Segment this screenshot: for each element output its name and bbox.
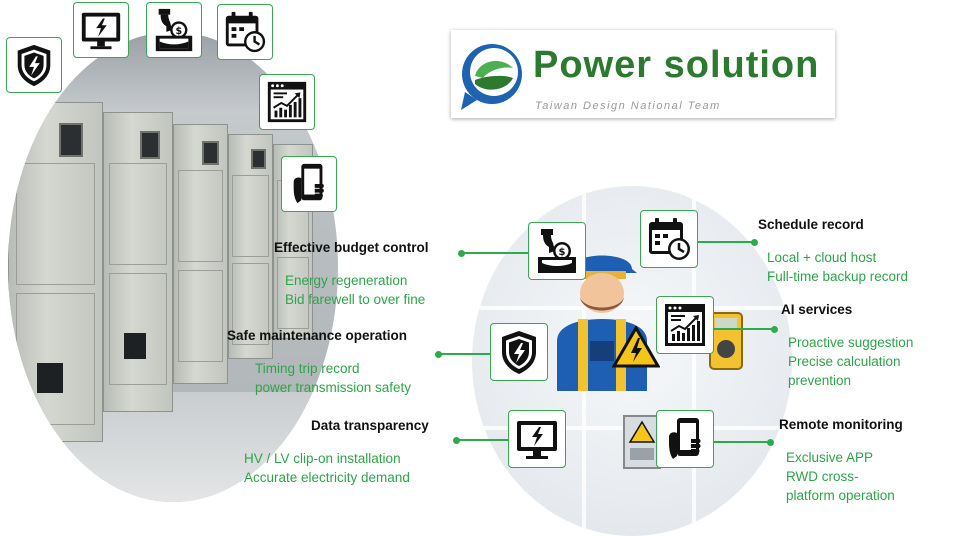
connector-line-remote (714, 441, 770, 443)
schedule-line: Full-time backup record (767, 269, 909, 284)
remote-line: platform operation (786, 488, 895, 503)
safe-details: Timing trip record power transmission sa… (255, 359, 411, 397)
safe-line: power transmission safety (255, 380, 412, 395)
remote-line: Exclusive APP (786, 450, 874, 465)
data-line: Accurate electricity demand (244, 470, 410, 485)
remote-line: RWD cross- (786, 469, 859, 484)
connector-dot (751, 239, 758, 246)
logo-subtitle: Taiwan Design National Team (535, 100, 721, 112)
ai-line: Proactive suggestion (788, 335, 914, 350)
connector-line-data (457, 439, 508, 441)
connector-dot (458, 250, 465, 257)
remote-heading: Remote monitoring (779, 417, 903, 432)
data-heading: Data transparency (311, 418, 429, 433)
logo-e-icon (461, 44, 522, 110)
cabinet-panel (228, 134, 273, 359)
connector-line-budget (462, 252, 528, 254)
remote-details: Exclusive APP RWD cross- platform operat… (786, 448, 895, 505)
ai-line: Precise calculation (788, 354, 901, 369)
data-line: HV / LV clip-on installation (244, 451, 401, 466)
budget-line: Energy regeneration (285, 273, 408, 288)
power-solution-logo: Power solution Taiwan Design National Te… (451, 30, 835, 118)
web-chart-icon (259, 74, 315, 130)
safe-shield-icon (490, 323, 548, 381)
breaker-panel-icon (623, 415, 661, 469)
cabinet-panel (8, 102, 103, 442)
schedule-line: Local + cloud host (767, 250, 877, 265)
hazard-sign-icon (612, 326, 660, 368)
ai-line: prevention (788, 373, 852, 388)
budget-details: Energy regeneration Bid farewell to over… (285, 271, 425, 309)
connector-dot (771, 326, 778, 333)
budget-coin-icon (528, 222, 586, 280)
logo-title: Power solution (533, 44, 820, 86)
coin-deposit-icon (146, 2, 202, 58)
connector-dot (767, 439, 774, 446)
calendar-clock-icon (217, 4, 273, 60)
safe-heading: Safe maintenance operation (227, 328, 408, 343)
connector-line-safe (439, 353, 490, 355)
monitor-bolt-icon (73, 2, 129, 58)
budget-line: Bid farewell to over fine (285, 292, 426, 307)
connector-line-schedule (698, 241, 754, 243)
connector-line-ai (714, 328, 774, 330)
shield-bolt-icon (6, 37, 62, 93)
connector-dot (453, 437, 460, 444)
budget-heading: Effective budget control (274, 240, 429, 255)
ai-webchart-icon (656, 296, 714, 354)
smartphone-hand-icon (281, 156, 337, 212)
schedule-calendar-icon (640, 210, 698, 268)
connector-dot (435, 351, 442, 358)
remote-phone-icon (656, 410, 714, 468)
data-monitor-icon (508, 410, 566, 468)
cabinet-panel (103, 112, 173, 412)
schedule-heading: Schedule record (758, 217, 864, 232)
cabinet-panel (173, 124, 228, 384)
data-details: HV / LV clip-on installation Accurate el… (244, 449, 410, 487)
safe-line: Timing trip record (255, 361, 360, 376)
multimeter-icon (709, 312, 743, 370)
ai-heading: AI services (781, 302, 853, 317)
ai-details: Proactive suggestion Precise calculation… (788, 333, 913, 390)
schedule-details: Local + cloud host Full-time backup reco… (767, 248, 908, 286)
